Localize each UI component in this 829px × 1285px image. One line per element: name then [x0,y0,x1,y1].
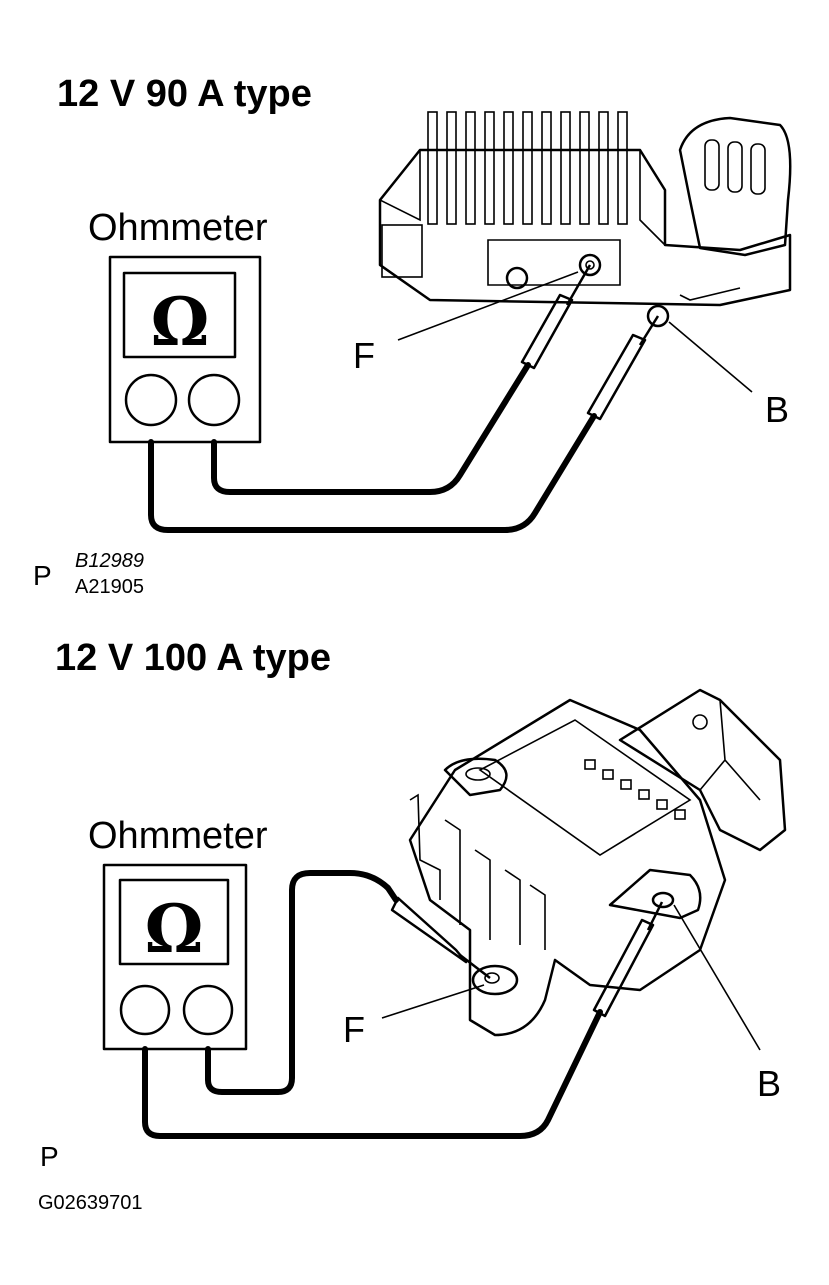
wire-f-100a [205,870,399,1095]
mount-hole-100a [465,767,491,781]
regulator-body-100a [408,698,727,1037]
terminal-b-icon-90a [646,304,670,328]
p-mark-100a: P [40,1141,59,1172]
figure-code: G02639701 [38,1192,143,1214]
callout-b-90a: B [765,389,789,430]
probe-f-90a [520,264,592,370]
terminal-right-icon-90a [187,373,241,427]
p-mark-90a: P [33,560,52,591]
probe-f-100a [390,896,491,979]
ohmmeter-display-90a [122,271,237,359]
callout-b-100a: B [757,1063,781,1104]
mount-hole-90a [505,266,529,290]
wire-b-90a [148,413,597,533]
ohmmeter-label-100a: Ohmmeter [88,815,268,857]
leader-f-100a [381,984,485,1019]
callout-f-100a: F [343,1009,365,1050]
omega-icon-90a: Ω [151,283,210,361]
regulator-90a [378,111,792,328]
ohmmeter-label-90a: Ohmmeter [88,207,268,249]
ohmmeter-100a: Ohmmeter Ω [88,815,268,1051]
leader-b-100a [673,904,761,1051]
heat-sink-fins-90a [427,111,628,225]
terminal-f-boss-100a [471,964,519,996]
leader-b-90a [668,321,753,393]
section-100a: 12 V 100 A type Ohmmeter Ω [38,637,787,1214]
section-90a: 12 V 90 A type Ohmmeter Ω [33,73,792,598]
code-b12989: B12989 [75,550,144,572]
code-a21905: A21905 [75,576,144,598]
probe-b-100a [592,901,664,1018]
terminal-f-icon-100a [484,972,500,984]
terminal-right-icon-100a [182,984,234,1036]
omega-icon-100a: Ω [145,890,204,968]
callout-f-90a: F [353,335,375,376]
ohmmeter-body-100a [102,863,248,1051]
regulator-100a [408,688,787,1037]
regulator-body-90a [378,148,792,307]
connector-90a [678,116,792,257]
probe-b-90a [586,315,660,421]
ohmmeter-body-90a [108,255,262,444]
terminal-left-icon-90a [124,373,178,427]
leader-f-90a [397,271,579,341]
wire-b-100a [142,1009,603,1139]
terminal-studs-100a [584,759,686,820]
ohmmeter-display-100a [118,878,230,966]
ohmmeter-90a: Ohmmeter Ω [88,207,268,444]
terminal-b-icon-100a [651,891,675,909]
terminal-f-icon-90a [578,253,602,277]
connector-100a [618,688,787,852]
title-100a: 12 V 100 A type [55,637,331,679]
title-90a: 12 V 90 A type [57,73,312,115]
terminal-left-icon-100a [119,984,171,1036]
wire-f-90a [211,362,531,495]
